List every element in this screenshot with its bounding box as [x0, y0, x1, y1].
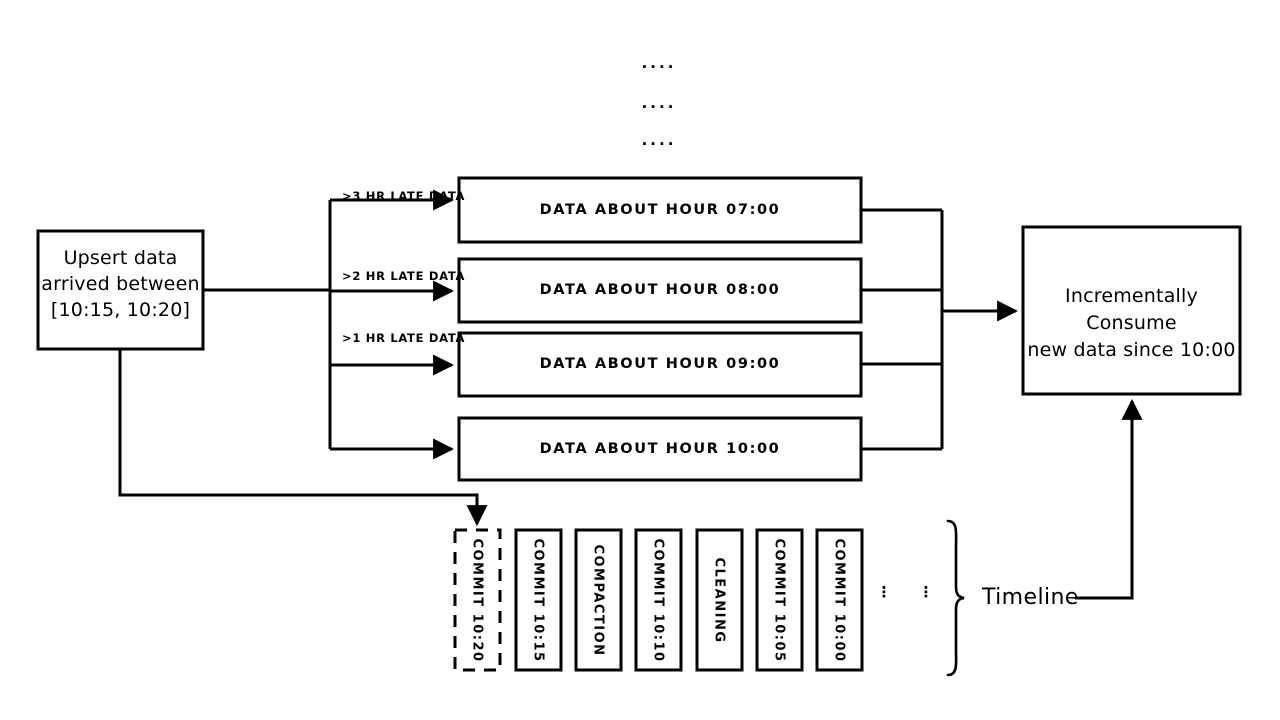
hour-box-label-4: DATA ABOUT HOUR 10:00	[539, 441, 781, 457]
consumer-box-line-1: Incrementally Consume	[1065, 285, 1198, 334]
source-box-line-2: arrived between	[41, 273, 200, 296]
commit-box-5[interactable]	[695, 528, 744, 672]
commit-box-label-7: COMMIT 10:00	[831, 538, 847, 663]
commit-label-wrap-7: COMMIT 10:00	[817, 530, 862, 670]
consumer-box-line-2: new data since 10:00	[1027, 338, 1236, 361]
source-box-line-1: Upsert data	[63, 247, 178, 269]
timeline-ellipsis-2: ⋮	[918, 583, 934, 601]
timeline-label: Timeline	[982, 585, 1079, 610]
commit-box-4[interactable]	[634, 528, 683, 672]
hour-box-label-3: DATA ABOUT HOUR 09:00	[539, 356, 781, 372]
hour-box-label-2: DATA ABOUT HOUR 08:00	[539, 282, 781, 298]
top-ellipsis-1: ....	[641, 54, 677, 72]
commit-box-label-6: COMMIT 10:05	[771, 538, 787, 663]
commit-box-label-3: COMPACTION	[590, 544, 606, 657]
consumer-box[interactable]	[1021, 225, 1242, 396]
top-ellipsis-3: ....	[641, 131, 677, 149]
commit-label-wrap-1: COMMIT 10:20	[455, 530, 500, 670]
commit-label-wrap-3: COMPACTION	[576, 530, 621, 670]
connector-timeline-to-consumer	[1075, 398, 1143, 600]
source-box-text: Upsert data arrived between [10:15, 10:2…	[38, 245, 203, 324]
commit-label-wrap-2: COMMIT 10:15	[516, 530, 561, 670]
commit-box-7[interactable]	[815, 528, 864, 672]
branch-label-1hr: >1 HR LATE DATA	[342, 331, 466, 345]
commit-box-2[interactable]	[514, 528, 563, 672]
hour-box-4[interactable]	[457, 416, 863, 482]
timeline-ellipsis-1: ⋮	[876, 583, 892, 601]
commit-label-wrap-6: COMMIT 10:05	[757, 530, 802, 670]
commit-box-3[interactable]	[574, 528, 623, 672]
commit-box-label-4: COMMIT 10:10	[650, 538, 666, 663]
source-box[interactable]	[36, 229, 205, 351]
timeline-brace	[946, 519, 965, 677]
top-ellipsis-2: ....	[641, 94, 677, 112]
connector-source-to-timeline	[118, 349, 488, 527]
commit-label-wrap-4: COMMIT 10:10	[636, 530, 681, 670]
commit-box-label-1: COMMIT 10:20	[469, 538, 485, 663]
branch-label-3hr: >3 HR LATE DATA	[342, 189, 466, 203]
branch-label-2hr: >2 HR LATE DATA	[342, 269, 466, 283]
commit-box-1[interactable]	[453, 528, 502, 672]
source-box-line-3: [10:15, 10:20]	[50, 299, 191, 322]
hour-box-3[interactable]	[457, 331, 863, 398]
commit-box-label-5: CLEANING	[711, 557, 727, 644]
consumer-box-text: Incrementally Consume new data since 10:…	[1023, 283, 1240, 364]
hour-box-label-1: DATA ABOUT HOUR 07:00	[539, 202, 781, 218]
commit-label-wrap-5: CLEANING	[697, 530, 742, 670]
commit-box-label-2: COMMIT 10:15	[530, 538, 546, 663]
commit-box-6[interactable]	[755, 528, 804, 672]
